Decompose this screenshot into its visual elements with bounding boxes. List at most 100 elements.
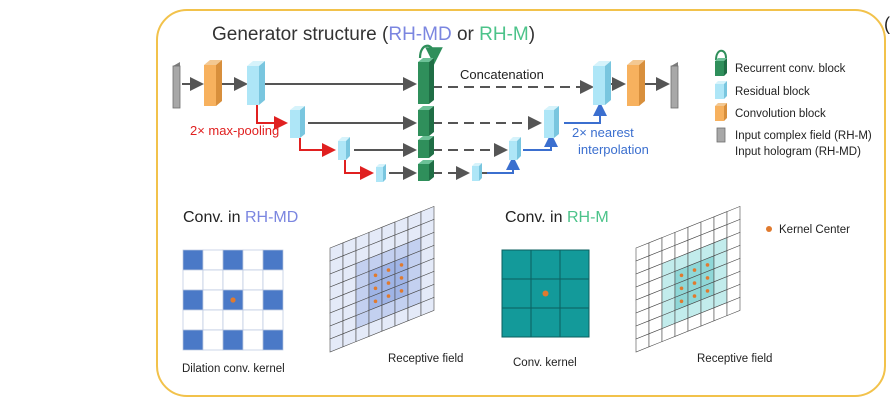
recurrent-loop-icon	[418, 44, 443, 65]
recurrent-block-l2	[418, 136, 434, 158]
legend-recurrent-loop-icon	[715, 49, 727, 61]
corner-mark: (	[884, 14, 890, 34]
receptive-dot	[692, 281, 697, 285]
dilation-kernel-cell	[202, 269, 224, 291]
dilation-kernel-cell	[262, 329, 284, 351]
dilation-kernel-cell	[182, 329, 204, 351]
output-plate	[670, 62, 679, 109]
unet-diagram: Concatenation 2× max-pooling 2× nearest …	[172, 44, 679, 182]
legend-residual-label: Residual block	[735, 86, 810, 98]
dilation-kernel-cell	[242, 269, 264, 291]
figure-title: Generator structure (RH-MD or RH-M)	[212, 24, 535, 45]
maxpool-arrow-1	[256, 104, 288, 130]
residual-block-l1-enc	[290, 106, 305, 138]
dilation-kernel-cell	[202, 249, 224, 271]
maxpool-arrow-3	[344, 160, 374, 180]
interp-label-line1: 2× nearest	[572, 125, 634, 140]
title-or: or	[452, 24, 479, 45]
conv-kernel-cell	[559, 307, 590, 338]
interp-arrow-3	[564, 102, 607, 124]
conv-kernel-cell	[530, 307, 561, 338]
receptive-dot	[705, 289, 710, 293]
dilation-kernel-cell	[262, 249, 284, 271]
recurrent-block-l1	[418, 106, 434, 136]
receptive-dot	[705, 276, 710, 280]
recurrent-block-l0	[418, 58, 434, 104]
dilation-kernel-cell	[222, 269, 244, 291]
conv-kernel-cell	[530, 249, 561, 280]
conv-kernel-cell	[501, 307, 532, 338]
dilation-kernel-cell	[222, 249, 244, 271]
receptive-dot	[692, 294, 697, 298]
caption-receptive-rhmd: Receptive field	[388, 353, 463, 365]
receptive-dot	[399, 263, 404, 267]
dilation-kernel-cell	[182, 249, 204, 271]
receptive-dot	[679, 273, 684, 278]
outer-frame	[156, 9, 886, 397]
panel-title-rhm: Conv. in RH-M	[505, 209, 609, 226]
dilation-kernel-cell	[202, 289, 224, 311]
dilation-conv-kernel	[182, 249, 284, 351]
panel-title-rhm-name: RH-M	[567, 209, 609, 226]
receptive-dot	[679, 299, 684, 304]
caption-dilation-kernel: Dilation conv. kernel	[182, 363, 285, 375]
dilation-kernel-cell	[242, 329, 264, 351]
legend-input-label-1: Input complex field (RH-M)	[735, 130, 872, 142]
residual-block-l3-dec	[472, 163, 482, 181]
dilation-kernel-cell	[202, 309, 224, 331]
receptive-dot	[679, 286, 684, 291]
interp-arrow-1	[487, 156, 520, 174]
caption-receptive-rhm: Receptive field	[697, 353, 772, 365]
concatenation-label: Concatenation	[460, 67, 544, 82]
receptive-dot	[399, 289, 404, 293]
title-rhmd: RH-MD	[388, 24, 451, 45]
interp-label-line2: interpolation	[578, 142, 649, 157]
panel-title-rhmd-prefix: Conv. in	[183, 209, 245, 226]
conv-kernel-cell	[559, 278, 590, 309]
legend-recurrent-swatch	[715, 58, 727, 76]
legend-input-swatch	[716, 127, 726, 143]
title-suffix: )	[529, 24, 535, 45]
panel-title-rhmd: Conv. in RH-MD	[183, 209, 298, 226]
receptive-dot	[386, 294, 391, 298]
receptive-dot	[386, 281, 391, 285]
dilation-kernel-cell	[202, 329, 224, 351]
dilation-kernel-cell	[182, 289, 204, 311]
receptive-field-rhm	[635, 205, 741, 353]
residual-block-l3-enc	[376, 164, 386, 182]
legend-input-label-2: Input hologram (RH-MD)	[735, 146, 861, 158]
input-plate	[172, 62, 181, 109]
residual-block-l0-dec	[593, 61, 611, 105]
title-rhm: RH-M	[479, 24, 529, 45]
dilation-kernel-cell	[262, 309, 284, 331]
panel-title-rhm-prefix: Conv. in	[505, 209, 567, 226]
receptive-dot	[373, 299, 378, 304]
maxpool-arrow-2	[299, 138, 336, 157]
dilation-kernel-cell	[182, 269, 204, 291]
kernel-center-legend-dot	[766, 226, 772, 232]
interp-arrow-2	[523, 133, 558, 151]
receptive-dot	[373, 286, 378, 291]
legend-residual-swatch	[715, 81, 727, 99]
dilation-kernel-cell	[242, 289, 264, 311]
conv-kernel-rhm	[501, 249, 590, 338]
residual-block-l2-dec	[509, 137, 521, 160]
kernel-center-label: Kernel Center	[779, 224, 850, 236]
caption-conv-kernel: Conv. kernel	[513, 357, 577, 369]
conv-kernel-cell	[501, 278, 532, 309]
panel-title-rhmd-name: RH-MD	[245, 209, 298, 226]
residual-block-l0-enc	[247, 61, 265, 105]
dilation-kernel-cell	[222, 309, 244, 331]
receptive-dot	[705, 263, 710, 267]
residual-block-l2-enc	[338, 137, 350, 160]
legend-recurrent-label: Recurrent conv. block	[735, 63, 846, 75]
legend-convolution-label: Convolution block	[735, 108, 826, 120]
conv-kernel-cell	[559, 249, 590, 280]
dilation-kernel-cell	[262, 289, 284, 311]
conv-block-out	[627, 60, 645, 106]
legend: Recurrent conv. block Residual block Con…	[715, 49, 872, 158]
receptive-dot	[692, 268, 697, 272]
receptive-cell	[420, 296, 435, 317]
maxpool-label: 2× max-pooling	[190, 123, 279, 138]
